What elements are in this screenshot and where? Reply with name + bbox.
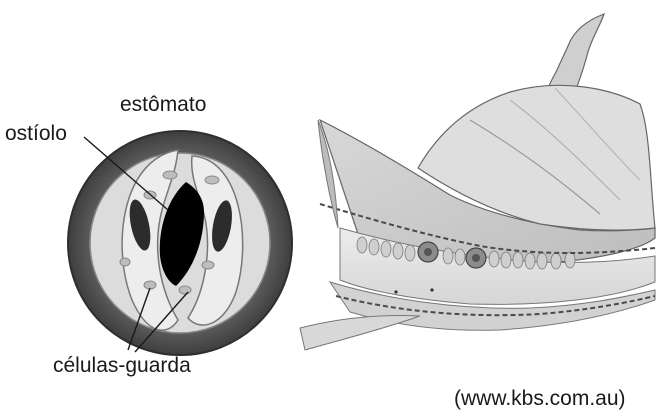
guard-organelle [205,176,219,184]
leaf-trailing-edge [300,316,420,351]
guard-organelle [120,258,130,266]
label-ostiole: ostíolo [5,123,67,144]
stomata-dot [430,288,433,291]
leaf-cross-section [300,14,655,350]
stomata-dot [394,290,397,293]
guard-organelle [163,171,177,179]
stomata-closeup [68,131,292,355]
source-credit: (www.kbs.com.au) [454,388,626,409]
label-guard-cells: células-guarda [53,355,191,376]
guard-organelle [144,281,156,289]
vascular-bundle [472,254,480,262]
label-stomata: estômato [120,94,206,115]
guard-organelle [179,286,191,294]
guard-organelle [202,261,214,269]
vascular-bundle [424,248,432,256]
